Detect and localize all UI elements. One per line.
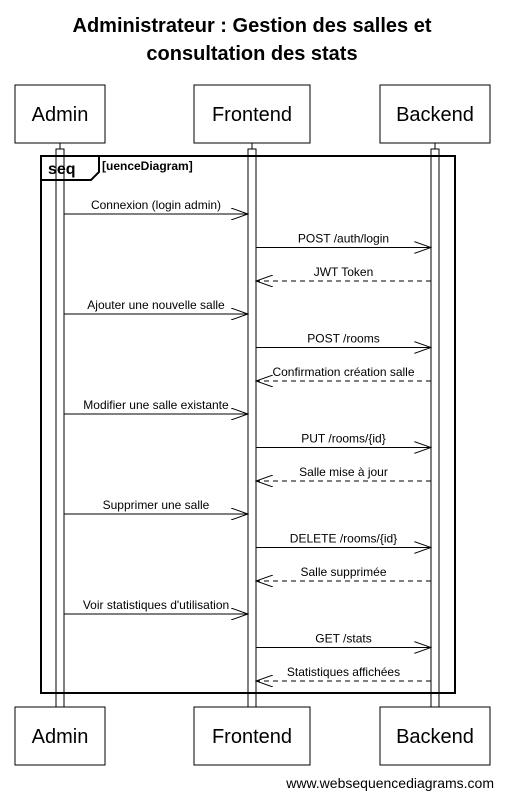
message-label: Salle supprimée [300, 565, 386, 579]
message-label: Voir statistiques d'utilisation [83, 598, 229, 612]
seq-frame-condition: [uenceDiagram] [102, 159, 193, 173]
actors-top: Admin Frontend Backend [14, 84, 491, 144]
message-label: Salle mise à jour [299, 465, 388, 479]
message-label: Statistiques affichées [287, 665, 400, 679]
actor-label-frontend-bottom: Frontend [212, 726, 292, 748]
actor-label-backend-top: Backend [396, 104, 474, 126]
activation-bar-backend [430, 148, 440, 708]
actor-box-frontend-top [193, 84, 311, 144]
actor-label-backend-bottom: Backend [396, 726, 474, 748]
messages: Connexion (login admin) POST /auth/loginJ… [64, 198, 431, 681]
seq-frame [40, 155, 456, 694]
actor-box-frontend-bottom [193, 706, 311, 766]
actor-label-admin-bottom: Admin [32, 726, 89, 748]
actor-box-backend-bottom [379, 706, 491, 766]
actor-label-frontend-top: Frontend [212, 104, 292, 126]
message-label: Confirmation création salle [272, 365, 414, 379]
message-label: PUT /rooms/{id} [301, 432, 385, 446]
actor-label-admin-top: Admin [32, 104, 89, 126]
actor-box-backend-top [379, 84, 491, 144]
footer-watermark: www.websequencediagrams.com [285, 775, 494, 791]
message-label: JWT Token [314, 265, 374, 279]
message-label: Supprimer une salle [103, 498, 210, 512]
message-label: Modifier une salle existante [83, 398, 229, 412]
activation-bar-admin [55, 148, 65, 708]
activation-bar-frontend [247, 148, 257, 708]
message-label: POST /auth/login [298, 232, 389, 246]
actor-box-admin-top [14, 84, 106, 144]
actor-box-admin-bottom [14, 706, 106, 766]
diagram-title-line-1: Administrateur : Gestion des salles et [73, 15, 432, 37]
message-label: DELETE /rooms/{id} [290, 532, 397, 546]
seq-frame-tab [41, 156, 100, 181]
message-label: GET /stats [315, 632, 371, 646]
actors-bottom: Admin Frontend Backend [14, 706, 491, 766]
diagram-title-line-2: consultation des stats [146, 43, 357, 65]
message-label: Ajouter une nouvelle salle [87, 298, 225, 312]
seq-frame-label: seq [48, 161, 76, 178]
message-label: POST /rooms [307, 332, 379, 346]
message-label: Connexion (login admin) [91, 198, 221, 212]
